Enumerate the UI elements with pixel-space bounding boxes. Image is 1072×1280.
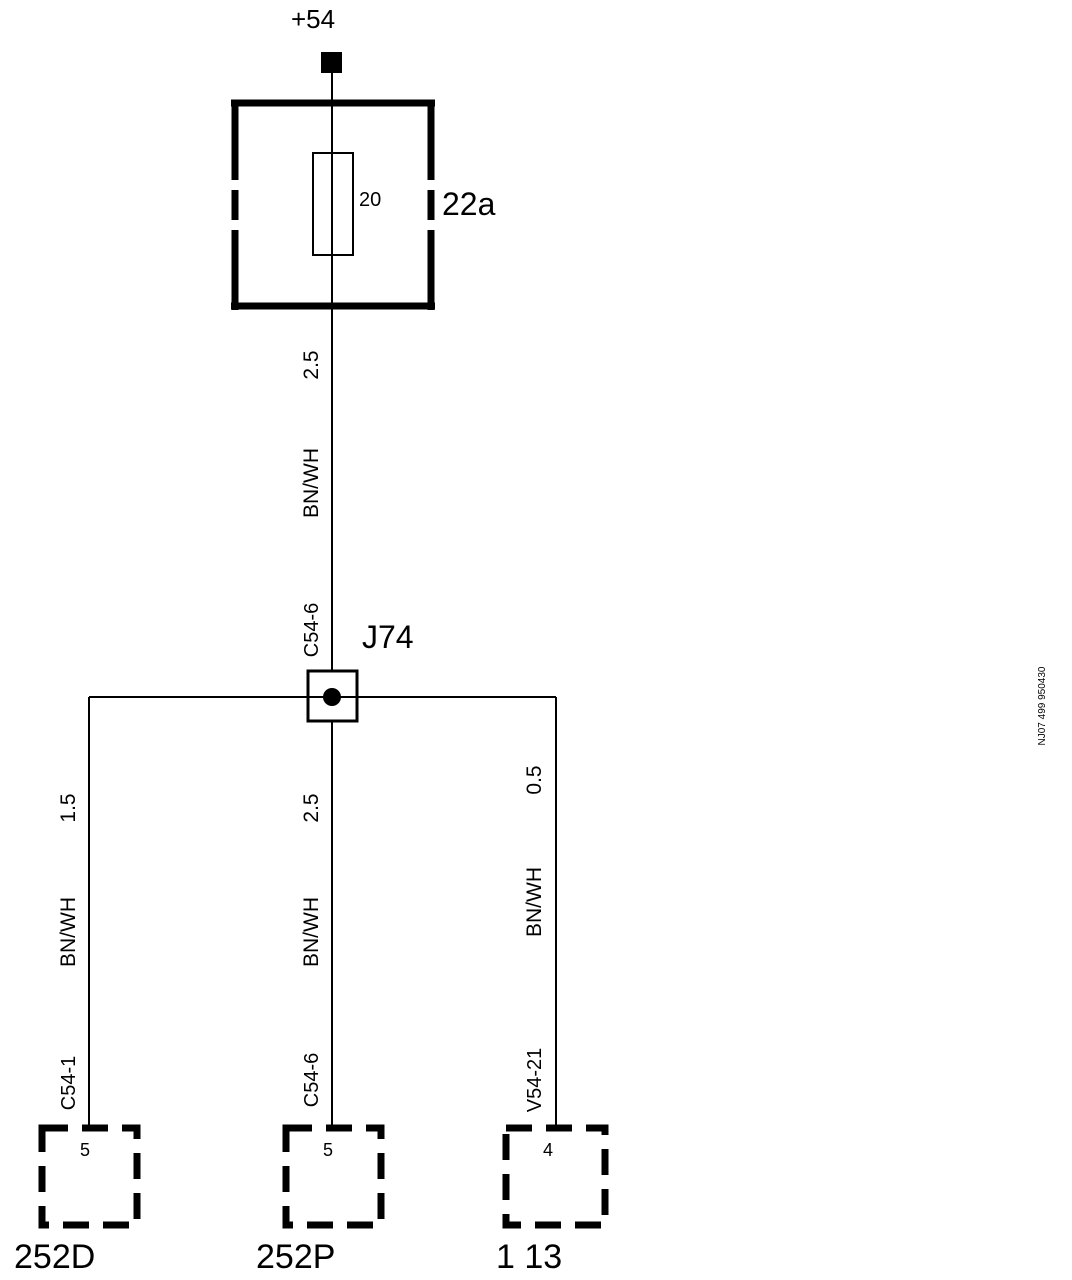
- component-3-id: 1 13: [496, 1238, 562, 1276]
- branch-1-color: BN/WH: [57, 897, 80, 967]
- branch-2-color: BN/WH: [300, 897, 323, 967]
- component-box-1-13: [502, 1124, 609, 1229]
- component-2-pin: 5: [323, 1140, 333, 1160]
- splice-node: [323, 688, 341, 706]
- component-1-pin: 5: [80, 1140, 90, 1160]
- supply-label: +54: [291, 4, 335, 34]
- component-box-252P: [282, 1124, 385, 1229]
- branch-3-size: 0.5: [523, 765, 546, 794]
- component-2-id: 252P: [256, 1238, 335, 1276]
- branch-1-size: 1.5: [57, 793, 80, 822]
- fuse-id: 22a: [442, 186, 496, 222]
- splice-connector-label: C54-6: [301, 603, 323, 657]
- branch-3-color: BN/WH: [523, 867, 546, 937]
- component-3-pin: 4: [543, 1140, 553, 1160]
- branch-2-connector: C54-6: [301, 1053, 323, 1107]
- fuse-box: [231, 99, 435, 310]
- drawing-reference: NJ07 499 950430: [1037, 666, 1048, 745]
- component-box-252D: [38, 1124, 141, 1229]
- fuse-rating: 20: [359, 189, 381, 211]
- component-1-id: 252D: [14, 1238, 95, 1276]
- upper-wire-size: 2.5: [300, 350, 323, 379]
- branch-2-size: 2.5: [300, 793, 323, 822]
- upper-wire-color: BN/WH: [300, 448, 323, 518]
- branch-3-connector: V54-21: [524, 1048, 546, 1113]
- splice-id: J74: [362, 619, 414, 655]
- branch-1-connector: C54-1: [58, 1056, 80, 1110]
